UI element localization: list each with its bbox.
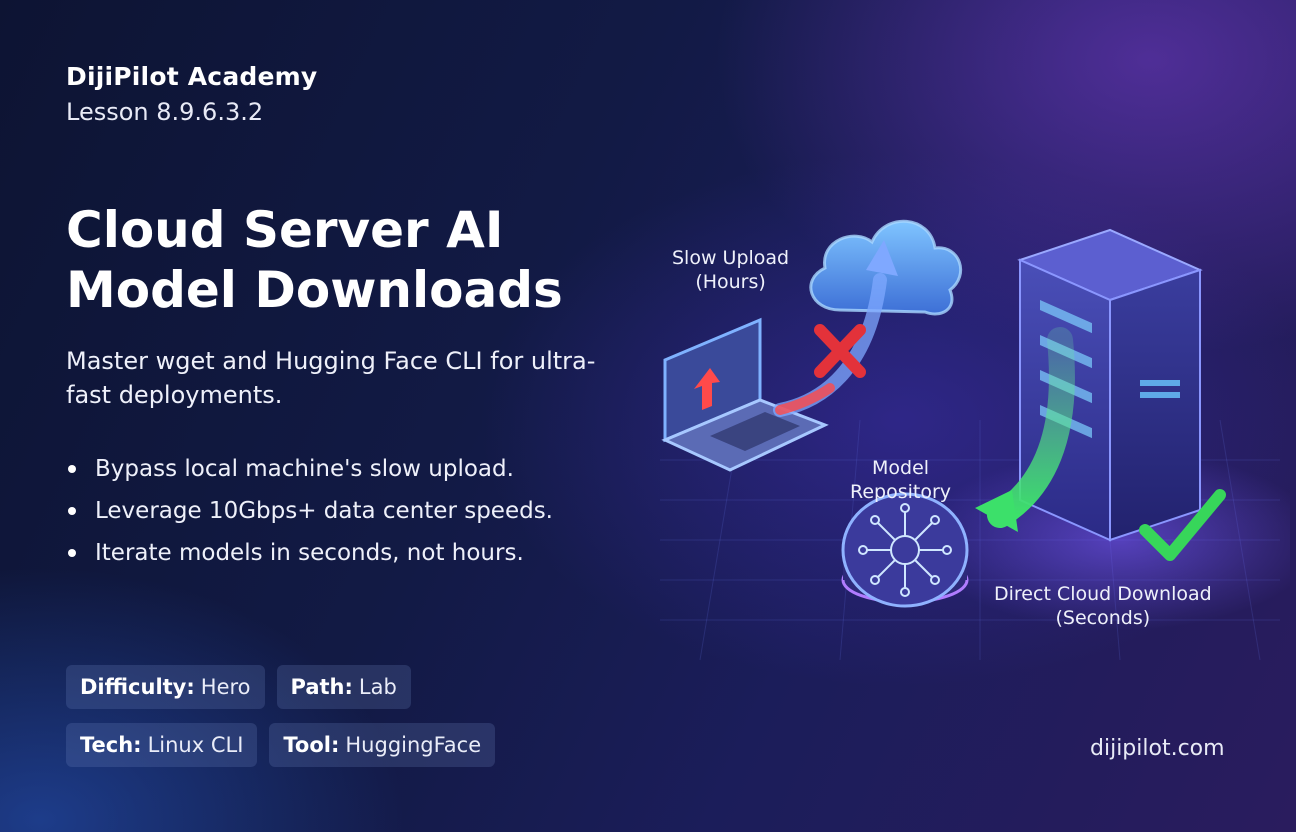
- tag-row: Tech:Linux CLI Tool:HuggingFace: [66, 723, 626, 767]
- tag-row: Difficulty:Hero Path:Lab: [66, 665, 626, 709]
- model-repository-icon: [841, 492, 969, 608]
- tag-group: Difficulty:Hero Path:Lab Tech:Linux CLI …: [66, 665, 626, 781]
- checkmark-icon: [1139, 489, 1226, 561]
- model-repository-label: Model Repository: [850, 457, 952, 503]
- slow-upload-label: Slow Upload (Hours): [672, 247, 790, 293]
- bullet-text: Leverage 10Gbps+ data center speeds.: [95, 498, 553, 524]
- brand-name: DijiPilot Academy: [66, 62, 318, 91]
- illustration: Slow Upload (Hours) Model Repository Dir…: [640, 160, 1296, 680]
- list-item: Iterate models in seconds, not hours.: [66, 532, 553, 574]
- illustration-graphic: [660, 219, 1296, 661]
- bullet-text: Iterate models in seconds, not hours.: [95, 540, 524, 566]
- list-item: Leverage 10Gbps+ data center speeds.: [66, 490, 553, 532]
- lesson-number: Lesson 8.9.6.3.2: [66, 98, 264, 126]
- page-subtitle: Master wget and Hugging Face CLI for ult…: [66, 347, 596, 409]
- laptop-icon: [661, 317, 829, 472]
- bullet-icon: [68, 549, 76, 557]
- site-url: dijipilot.com: [1090, 736, 1225, 761]
- tag-path: Path:Lab: [276, 665, 411, 709]
- tag-tech: Tech:Linux CLI: [66, 723, 258, 767]
- red-x-icon: [814, 324, 866, 378]
- benefit-list: Bypass local machine's slow upload. Leve…: [66, 448, 553, 574]
- tag-difficulty: Difficulty:Hero: [66, 665, 265, 709]
- direct-download-arrow: [987, 327, 1075, 528]
- bullet-icon: [68, 465, 76, 473]
- page-title: Cloud Server AI Model Downloads: [66, 201, 563, 319]
- brain-icon: [858, 503, 952, 597]
- bullet-icon: [68, 507, 76, 515]
- list-item: Bypass local machine's slow upload.: [66, 448, 553, 490]
- direct-download-label: Direct Cloud Download (Seconds): [994, 583, 1212, 629]
- tag-tool: Tool:HuggingFace: [269, 723, 496, 767]
- server-icon: [1017, 228, 1203, 542]
- bullet-text: Bypass local machine's slow upload.: [95, 456, 514, 482]
